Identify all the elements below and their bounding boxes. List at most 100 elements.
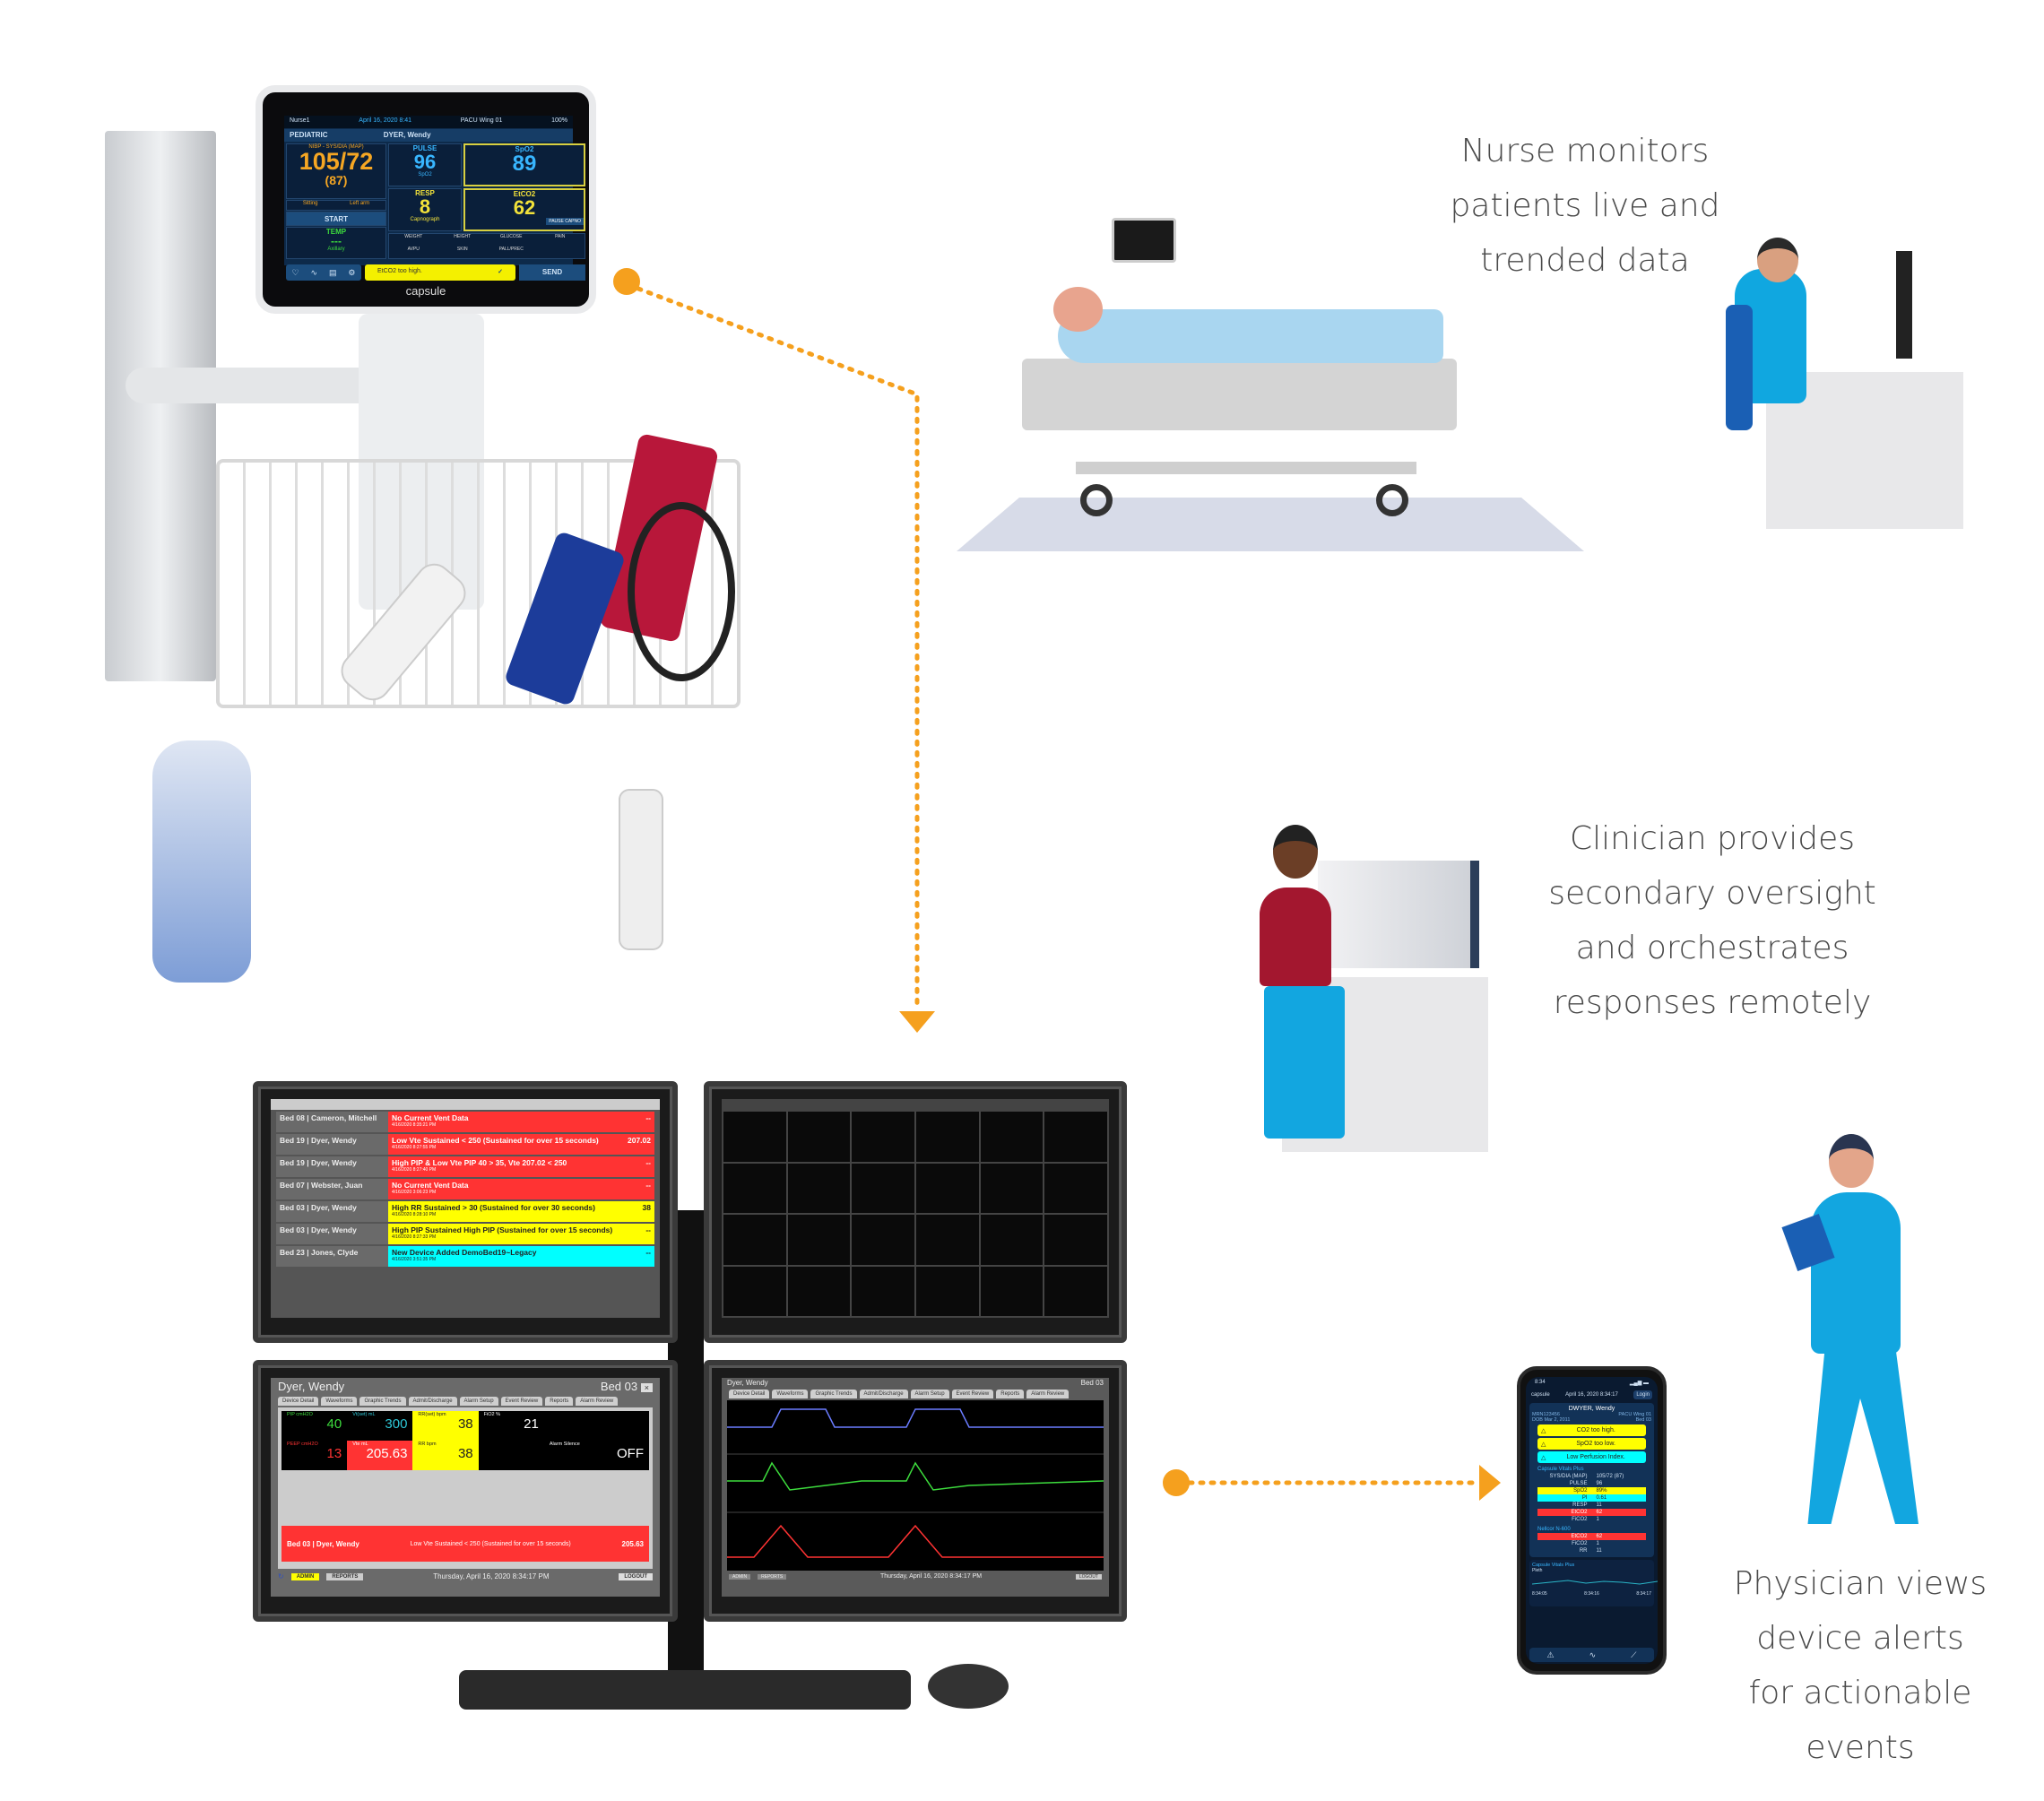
bed-tile[interactable] (723, 1266, 786, 1316)
bed-tile[interactable] (852, 1112, 914, 1162)
vital-cell: FiO2 %21 (478, 1411, 544, 1441)
bed-tile[interactable] (915, 1112, 979, 1162)
tab[interactable]: Reports (996, 1390, 1025, 1398)
bed-tile[interactable] (787, 1112, 851, 1162)
tab[interactable]: Alarm Review (576, 1397, 619, 1406)
spo2-tile[interactable]: SpO2 89 (463, 143, 585, 186)
bed-alarm-banner[interactable]: Bed 03 | Dyer, Wendy Low Vte Sustained <… (281, 1526, 649, 1562)
clipboard-icon[interactable]: ▤ (328, 267, 337, 277)
tab[interactable]: Waveforms (321, 1397, 358, 1406)
keyboard[interactable] (459, 1670, 911, 1710)
bed-tile[interactable] (980, 1163, 1044, 1213)
tab[interactable]: Device Detail (278, 1397, 319, 1406)
logout-button[interactable]: LOGOUT (1075, 1573, 1102, 1580)
bed-tile[interactable] (915, 1266, 979, 1316)
phone-alert[interactable]: △ CO2 too high. (1537, 1424, 1646, 1436)
temp-tile[interactable]: TEMP --- Axillary (286, 227, 386, 259)
vital-label: RR bpm (418, 1442, 437, 1447)
bed-tile[interactable] (787, 1163, 851, 1213)
tab[interactable]: Reports (545, 1397, 574, 1406)
alert-text: CO2 too high. (1576, 1427, 1615, 1433)
resp-tile[interactable]: RESP 8 Capnograph (388, 188, 462, 231)
tab[interactable]: Device Detail (729, 1390, 770, 1398)
bed-tile[interactable] (723, 1112, 786, 1162)
tab[interactable]: Alarm Review (1026, 1390, 1070, 1398)
bed-tile[interactable] (723, 1163, 786, 1213)
alarm-bed: Bed 03 | Dyer, Wendy (276, 1201, 388, 1222)
phone-alert[interactable]: △SpO2 too low. (1537, 1438, 1646, 1450)
bed-tile[interactable] (787, 1266, 851, 1316)
bed-overview-screen[interactable] (722, 1099, 1109, 1318)
settings-icon[interactable]: ⚙ (348, 267, 356, 277)
nibp-tile[interactable]: NIBP - SYS/DIA (MAP) 105/72 (87) (286, 143, 386, 199)
close-icon[interactable]: × (640, 1383, 653, 1392)
pause-capno-button[interactable]: PAUSE CAPNO (546, 218, 584, 225)
bed-tile[interactable] (1044, 1215, 1107, 1265)
tab[interactable]: Waveforms (772, 1390, 809, 1398)
acknowledge-check-icon[interactable]: ✓ (498, 269, 503, 275)
send-button[interactable]: SEND (519, 264, 585, 281)
tab[interactable]: Graphic Trends (359, 1397, 406, 1406)
mouse[interactable] (928, 1664, 1009, 1709)
bed-tile[interactable] (980, 1112, 1044, 1162)
waveform-icon[interactable]: ∿ (310, 267, 318, 277)
bed-tile[interactable] (852, 1266, 914, 1316)
alarm-message-cell: High RR Sustained > 30 (Sustained for ov… (388, 1201, 654, 1222)
spo2-label: SpO2 (515, 145, 534, 153)
bedside-monitor-screen[interactable]: Nurse1 April 16, 2020 8:41 PACU Wing 01 … (284, 116, 585, 281)
trend-tab-icon[interactable]: ⟋ (1631, 1649, 1637, 1659)
nibp-start-button[interactable]: START (286, 212, 386, 226)
warning-icon: △ (1541, 1428, 1546, 1434)
bed-tile[interactable] (915, 1163, 979, 1213)
bed-tile[interactable] (723, 1215, 786, 1265)
bed-tile[interactable] (787, 1215, 851, 1265)
bed-tile[interactable] (852, 1215, 914, 1265)
tab[interactable]: Event Review (500, 1397, 543, 1406)
bed-tile[interactable] (980, 1215, 1044, 1265)
login-button[interactable]: Login (1633, 1390, 1652, 1399)
tab[interactable]: Admit/Discharge (859, 1390, 908, 1398)
tab[interactable]: Alarm Setup (459, 1397, 498, 1406)
bed-tile[interactable] (1044, 1163, 1107, 1213)
bed-tile[interactable] (980, 1266, 1044, 1316)
admin-button[interactable]: ADMIN (729, 1573, 751, 1580)
tab[interactable]: Graphic Trends (810, 1390, 857, 1398)
alarm-banner[interactable]: EtCO2 too high.✓ (365, 264, 515, 281)
nav-buttons[interactable]: ♡ ∿ ▤ ⚙ (286, 264, 361, 281)
refresh-icon[interactable]: ↻ (278, 1572, 284, 1580)
alarm-tab-icon[interactable]: ⚠ (1546, 1649, 1555, 1659)
bed-tile[interactable] (1044, 1266, 1107, 1316)
reports-button[interactable]: REPORTS (326, 1572, 364, 1580)
phone-alerts: △ CO2 too high. △SpO2 too low.△Low Perfusi… (1532, 1424, 1651, 1463)
pulse-tile[interactable]: PULSE 96 SpO2 (388, 143, 462, 186)
bed-tile[interactable] (915, 1215, 979, 1265)
waveform-tab-icon[interactable]: ∿ (1589, 1649, 1597, 1659)
tab[interactable]: Admit/Discharge (408, 1397, 457, 1406)
etco2-tile[interactable]: EtCO2 62 PAUSE CAPNO (463, 188, 585, 231)
bed-tile[interactable] (852, 1163, 914, 1213)
tab[interactable]: Event Review (951, 1390, 994, 1398)
phone-screen[interactable]: 8:34▂▄▆ ▬ capsule April 16, 2020 8:34:17… (1526, 1377, 1658, 1664)
reports-button[interactable]: REPORTS (758, 1573, 787, 1580)
bed-tile[interactable] (1044, 1112, 1107, 1162)
logout-button[interactable]: LOGOUT (619, 1572, 653, 1580)
nurse-caption: Nurse monitors patients live and trended… (1406, 124, 1764, 288)
phone-alert[interactable]: △Low Perfusion Index. (1537, 1451, 1646, 1463)
admin-button[interactable]: ADMIN (290, 1572, 320, 1580)
tab[interactable]: Alarm Setup (910, 1390, 949, 1398)
heart-icon[interactable]: ♡ (291, 267, 299, 277)
